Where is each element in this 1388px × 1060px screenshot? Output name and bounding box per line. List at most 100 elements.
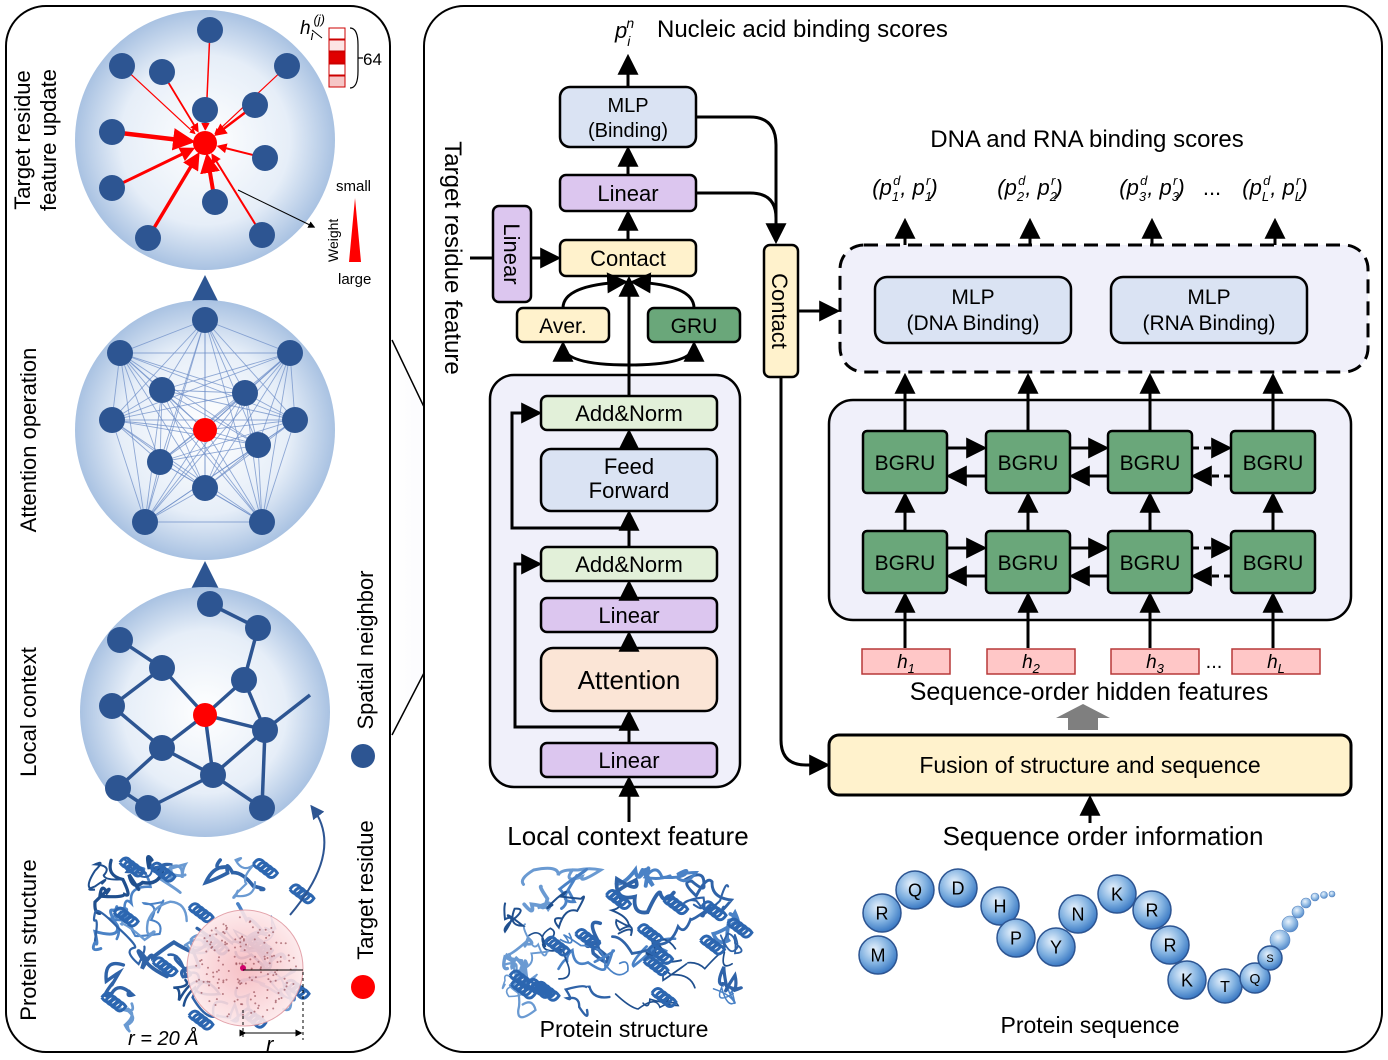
hidden-ellipsis: ... (1206, 651, 1223, 673)
score-pair: (p3d, p3r) (1119, 173, 1184, 204)
helix (187, 902, 215, 924)
sequence-bead (862, 893, 902, 933)
sequence-letter: S (1266, 953, 1273, 965)
atom-dot (217, 978, 220, 981)
atom-dot (269, 980, 272, 983)
svg-text:Contact: Contact (590, 246, 666, 271)
radius-sphere-atoms (195, 916, 297, 1018)
neighbor-node (105, 775, 131, 801)
neighbor-node (200, 762, 226, 788)
atom-dot (266, 951, 269, 954)
bgru-label: BGRU (875, 552, 936, 575)
atom-dot (257, 960, 260, 963)
ribbon-strand (682, 884, 730, 918)
atom-dot (253, 991, 256, 994)
atom-dot (280, 997, 283, 999)
context-edge (260, 729, 267, 809)
atom-dot (227, 970, 230, 972)
sequence-bead (980, 886, 1020, 926)
sequence-bead (1167, 960, 1207, 1000)
neighbor-node (107, 340, 133, 366)
neighbor-node (149, 59, 175, 85)
atom-dot (257, 931, 260, 934)
atom-dot (225, 924, 227, 927)
weight-large: large (338, 271, 371, 288)
svg-text:Contact: Contact (767, 273, 792, 349)
nucleic-title: Nucleic acid binding scores (657, 16, 948, 43)
atom-dot (274, 971, 277, 974)
atom-dot (226, 1015, 229, 1018)
add-norm-top-box: Add&Norm (539, 394, 719, 432)
attention-edge (119, 319, 206, 354)
local-context-feature-label: Local context feature (507, 821, 748, 851)
atom-dot (214, 927, 217, 929)
attention-edge (204, 429, 263, 523)
sequence-letter: Q (908, 881, 922, 901)
helix (574, 928, 602, 949)
bgru-label: BGRU (1243, 552, 1304, 575)
svg-text:Add&Norm: Add&Norm (575, 401, 683, 426)
sequence-bead (1257, 945, 1283, 971)
attention-edge (111, 392, 246, 421)
add-norm-bottom-box: Add&Norm (539, 545, 719, 583)
atom-dot (284, 942, 287, 945)
atom-dot (261, 1015, 264, 1018)
ribbon-strand (614, 993, 680, 1010)
feed-forward-box: Feed Forward (539, 447, 719, 513)
attention-box: Attention (539, 646, 719, 713)
atom-dot (260, 971, 262, 974)
svg-text:GRU: GRU (671, 315, 718, 338)
ribbon-strand (563, 984, 611, 1017)
structure-caption: Protein structure (540, 1016, 709, 1042)
atom-dot (238, 962, 241, 965)
atom-dot (279, 960, 282, 963)
svg-text:MLP: MLP (607, 95, 648, 117)
svg-text:(Binding): (Binding) (588, 120, 668, 142)
neighbor-node (231, 667, 257, 693)
atom-dot (271, 955, 273, 958)
atom-dot (254, 1002, 257, 1005)
atom-dot (267, 978, 270, 981)
svg-text:Fusion of structure and sequen: Fusion of structure and sequence (919, 752, 1260, 778)
ribbon-strand (546, 890, 585, 930)
radius-symbol: r (266, 1032, 275, 1057)
sequence-bead (895, 870, 935, 910)
atom-dot (292, 956, 295, 959)
neighbor-node (245, 615, 271, 641)
sequence-tail-bead (1310, 892, 1320, 902)
atom-dot (263, 958, 266, 960)
ribbon-strand (528, 927, 571, 980)
atom-dot (252, 962, 255, 965)
dim-label: 64 (363, 50, 382, 69)
weight-edge (146, 152, 200, 239)
atom-dot (287, 954, 290, 957)
atom-dot (272, 974, 275, 977)
atom-dot (283, 977, 286, 980)
ribbon-strand (501, 973, 539, 998)
neighbor-node (192, 97, 218, 123)
sequence-tail-bead (1320, 891, 1328, 899)
atom-dot (207, 966, 209, 969)
svg-text:Linear: Linear (499, 223, 524, 284)
atom-dot (269, 947, 272, 950)
aver-box: Aver. (515, 306, 611, 344)
helix (100, 991, 128, 1013)
bgru-label: BGRU (1120, 452, 1181, 475)
attention-edge (244, 392, 263, 523)
label-local-context: Local context (16, 647, 41, 777)
attention-edge (204, 419, 296, 431)
atom-dot (202, 980, 205, 983)
atom-dot (200, 991, 203, 994)
helix (252, 858, 280, 880)
atom-dot (238, 916, 241, 919)
contact-vertical-box: Contact (762, 243, 800, 379)
atom-dot (257, 1004, 260, 1007)
sequence-tail-bead (1269, 929, 1291, 951)
atom-dot (217, 987, 220, 989)
neighbor-node (197, 591, 223, 617)
atom-dot (245, 943, 247, 946)
neighbor-node (252, 145, 278, 171)
atom-dot (242, 938, 245, 941)
svg-text:Add&Norm: Add&Norm (575, 552, 683, 577)
atom-dot (214, 1004, 217, 1006)
